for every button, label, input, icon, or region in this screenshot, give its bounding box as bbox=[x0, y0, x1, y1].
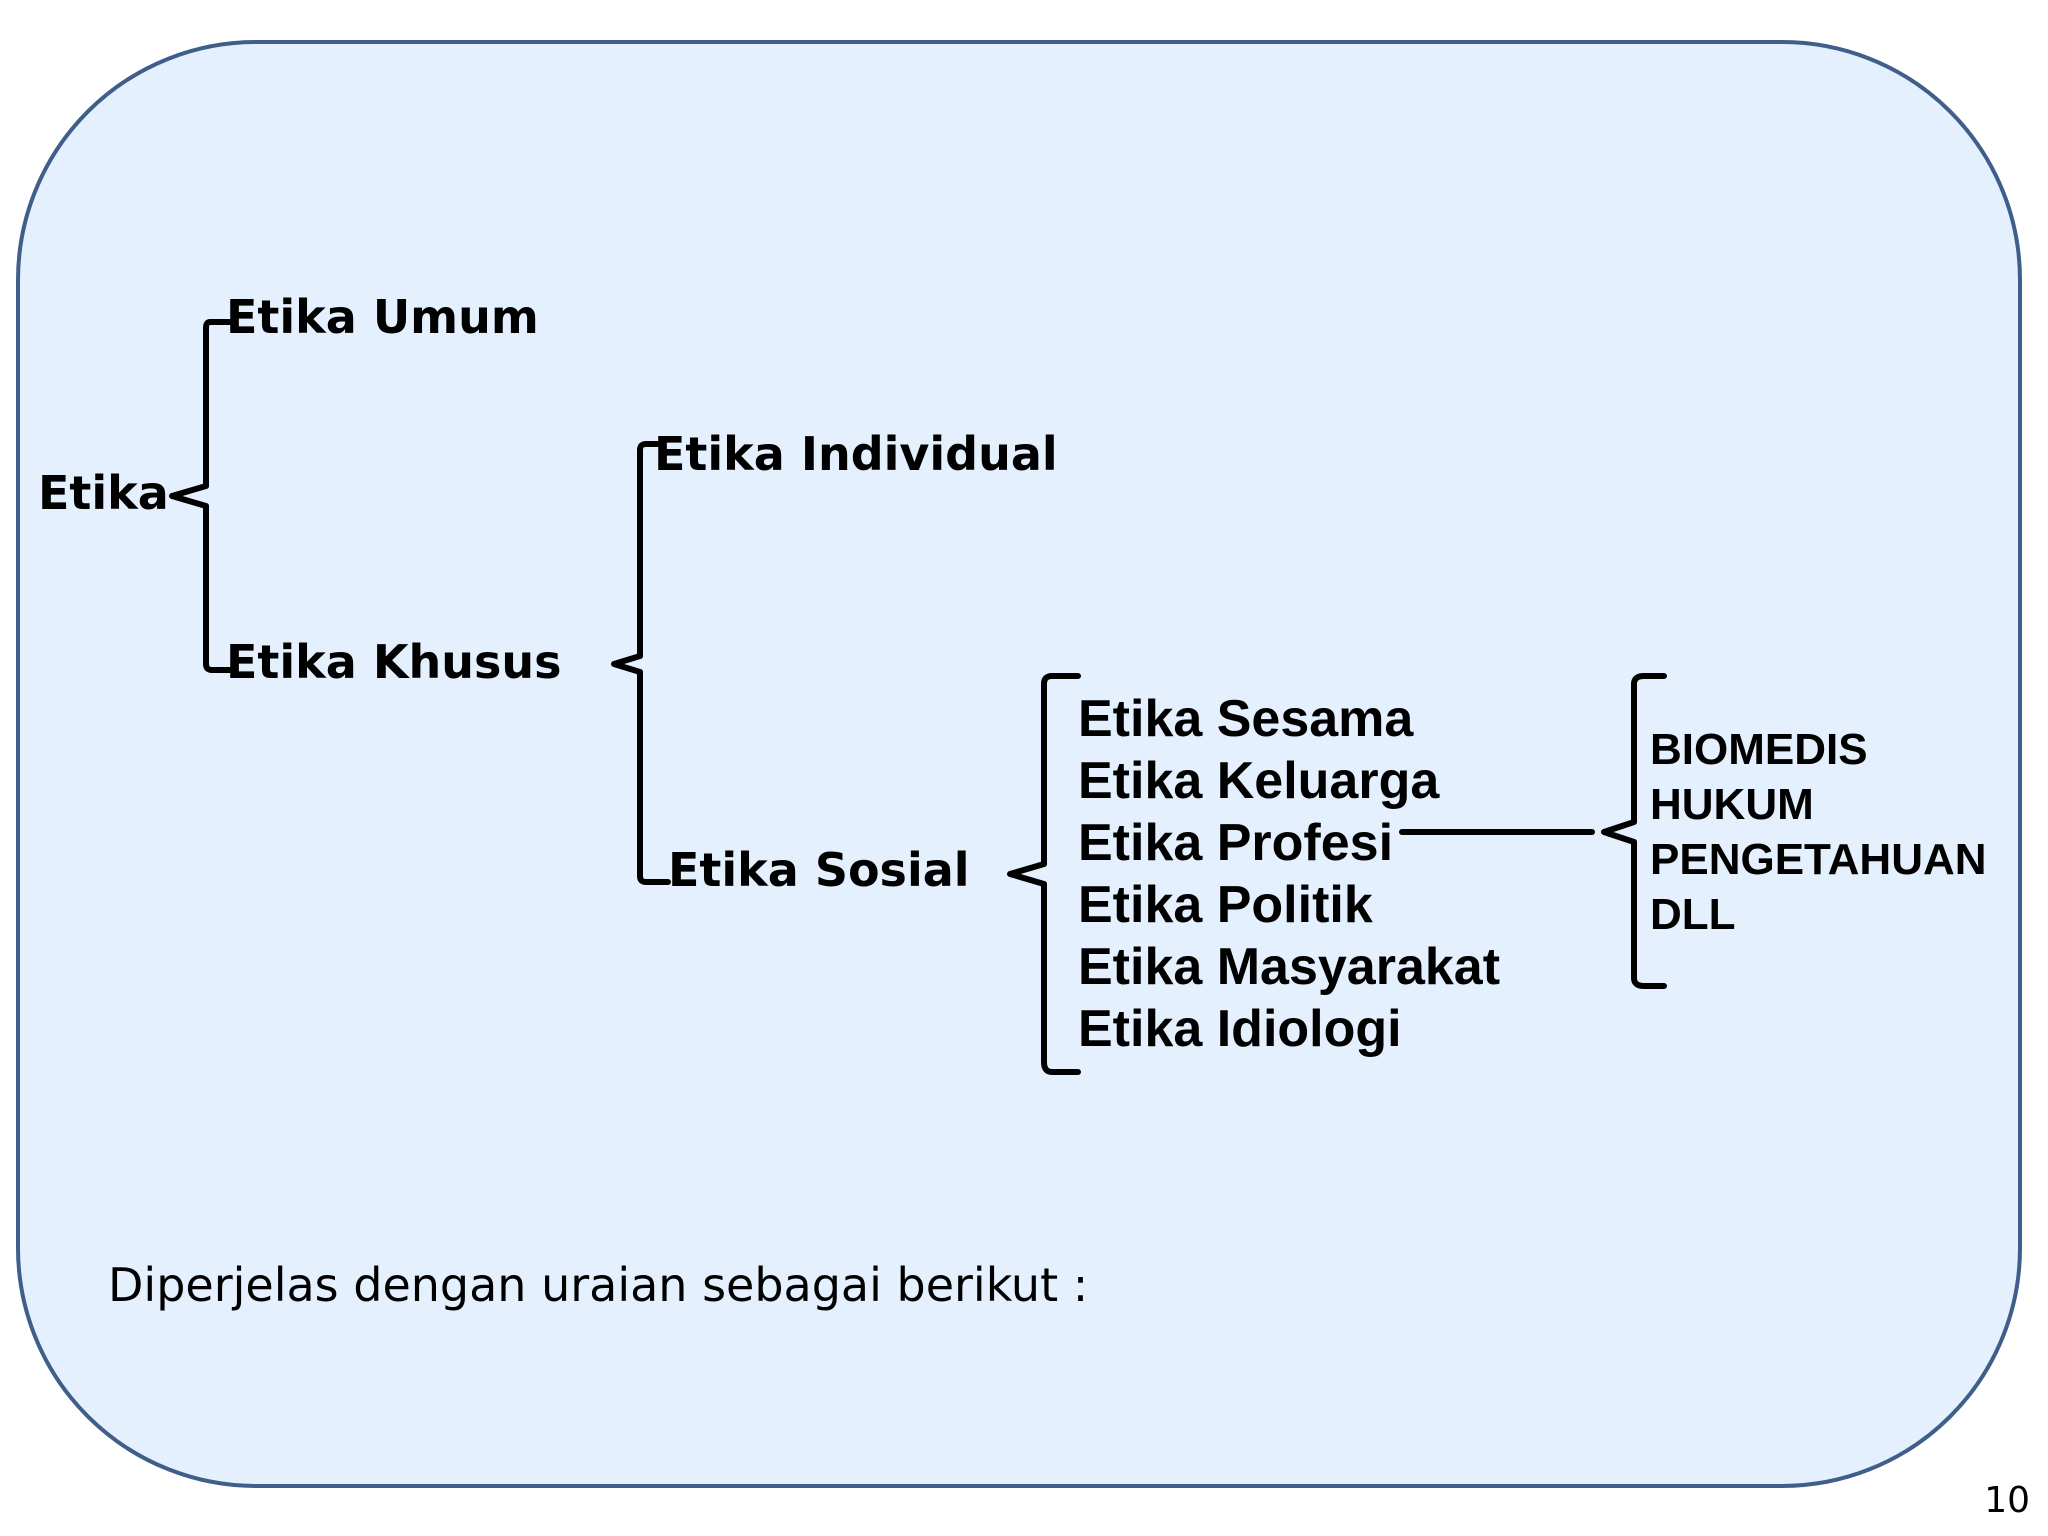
list-item-biomedis: BIOMEDIS bbox=[1650, 725, 1868, 774]
caption-text: Diperjelas dengan uraian sebagai berikut… bbox=[108, 1258, 1089, 1312]
list-item-etika-politik: Etika Politik bbox=[1078, 876, 1373, 934]
list-item-dll: DLL bbox=[1650, 890, 1736, 939]
list-item-hukum: HUKUM bbox=[1650, 780, 1814, 829]
special-bracket bbox=[611, 441, 671, 885]
list-item-etika-sesama: Etika Sesama bbox=[1078, 690, 1414, 748]
profession-fields-list: BIOMEDIS HUKUM PENGETAHUAN DLL bbox=[1650, 722, 1987, 942]
root-bracket bbox=[169, 319, 235, 673]
slide-panel bbox=[16, 40, 2022, 1488]
social-bracket bbox=[1007, 673, 1081, 1075]
page-number: 10 bbox=[1984, 1480, 2030, 1521]
node-etika-individual: Etika Individual bbox=[654, 427, 1058, 481]
fields-bracket bbox=[1601, 673, 1667, 989]
root-node: Etika bbox=[38, 466, 169, 520]
list-item-etika-idiologi: Etika Idiologi bbox=[1078, 1000, 1402, 1058]
node-etika-khusus: Etika Khusus bbox=[226, 635, 562, 689]
node-etika-sosial: Etika Sosial bbox=[668, 843, 970, 897]
list-item-etika-masyarakat: Etika Masyarakat bbox=[1078, 938, 1501, 996]
list-item-etika-keluarga: Etika Keluarga bbox=[1078, 752, 1440, 810]
list-item-pengetahuan: PENGETAHUAN bbox=[1650, 835, 1987, 884]
list-item-etika-profesi: Etika Profesi bbox=[1078, 814, 1394, 872]
social-ethics-list: Etika Sesama Etika Keluarga Etika Profes… bbox=[1078, 688, 1500, 1060]
node-etika-umum: Etika Umum bbox=[226, 290, 539, 344]
